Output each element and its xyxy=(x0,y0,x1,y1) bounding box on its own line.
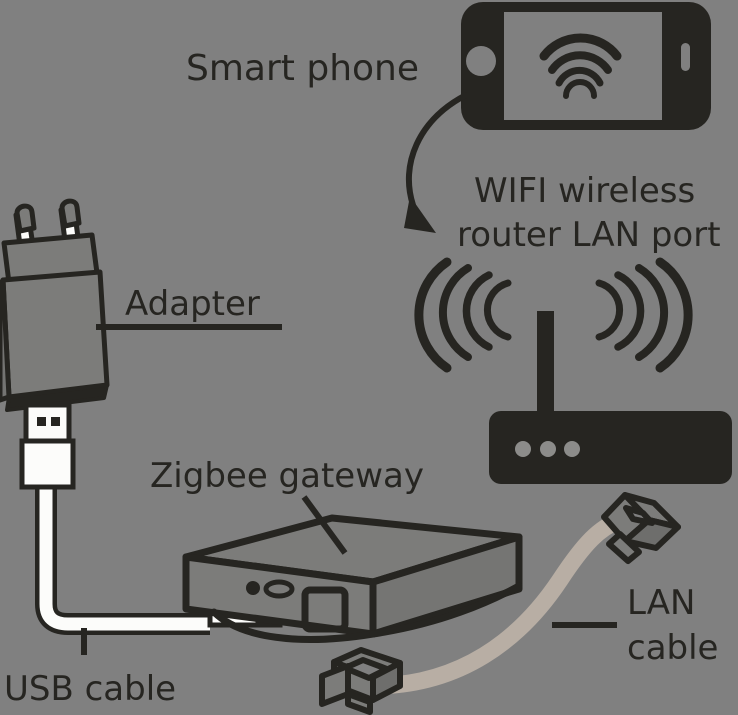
router-antenna-icon xyxy=(537,311,554,416)
smart-phone[interactable] xyxy=(461,2,711,130)
usb-contact-2 xyxy=(51,417,60,426)
router-led-3 xyxy=(564,441,580,457)
zigbee-gateway[interactable] xyxy=(182,514,523,643)
rj45-connector-router-icon xyxy=(601,492,681,564)
lan-cable-label-line2: cable xyxy=(627,628,718,668)
wifi-router[interactable] xyxy=(489,311,732,484)
zigbee-gateway-leader-line xyxy=(301,495,348,555)
lan-cable-label-line1: LAN xyxy=(627,583,695,623)
adapter-label: Adapter xyxy=(125,284,260,324)
phone-home-button-icon[interactable] xyxy=(466,46,496,76)
wifi-router-label-line1: WIFI wireless xyxy=(474,171,695,211)
phone-to-router-arrow xyxy=(404,92,469,233)
lan-cable xyxy=(363,512,627,695)
adapter-side-face xyxy=(0,277,12,403)
router-signal-arcs-right-icon xyxy=(595,257,693,373)
wifi-arcs-icon xyxy=(539,33,622,99)
router-led-1 xyxy=(515,441,531,457)
adapter-body xyxy=(0,269,110,400)
zigbee-gateway-label: Zigbee gateway xyxy=(150,456,424,496)
gateway-base-shadow-2 xyxy=(369,582,523,638)
usb-cable-label: USB cable xyxy=(4,669,176,709)
gateway-base-shadow-1 xyxy=(210,608,377,643)
rj45-connector-gateway-icon xyxy=(319,647,403,715)
wifi-router-label-line2: router LAN port xyxy=(457,215,721,255)
usb-contact-1 xyxy=(37,417,46,426)
router-signal-arcs-left-icon xyxy=(414,257,512,373)
router-body xyxy=(489,411,732,484)
gateway-status-led xyxy=(263,579,295,599)
gateway-ethernet-port[interactable] xyxy=(301,586,349,633)
usb-a-connector-icon xyxy=(23,402,72,447)
usb-connector-grip xyxy=(19,438,76,490)
smart-phone-label: Smart phone xyxy=(186,48,419,89)
phone-speaker-icon xyxy=(681,43,690,71)
gateway-power-button[interactable] xyxy=(246,581,260,595)
phone-screen xyxy=(504,12,662,120)
router-led-2 xyxy=(540,441,556,457)
